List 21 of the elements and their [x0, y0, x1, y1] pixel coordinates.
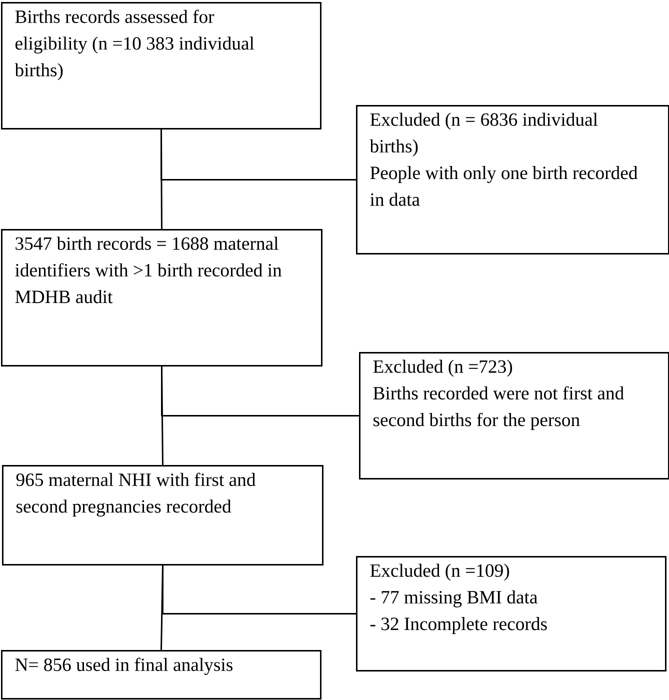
box-text: 965 maternal NHI with first and second pregnancies recorded [16, 472, 256, 517]
exclusion-box [356, 556, 666, 672]
box-text: Excluded (n =723) [373, 360, 512, 377]
box-text: Births recorded were not first and second births for the person [373, 386, 624, 430]
connector-line [160, 129, 356, 180]
box-text: - 77 missing BMI data [370, 590, 538, 608]
box-text: - 32 Incomplete records [370, 617, 547, 634]
process-box [1, 650, 322, 700]
box-text: 3547 birth records = 1688 maternal identifiers with >1 birth recorded in MDHB audit [15, 236, 282, 304]
exclusion-box [356, 105, 669, 254]
box-text: Excluded (n =109) [370, 564, 510, 581]
connector-line [161, 366, 359, 416]
box-text: People with only one birth recorded in data [370, 166, 638, 206]
process-box [1, 2, 322, 130]
box-text: Excluded (n = 6836 individual births) [370, 112, 598, 156]
box-text: N= 856 used in final analysis [15, 658, 232, 675]
box-text: Births records assessed for eligibility (n =10 383 individual births) [14, 10, 254, 80]
connector-line [162, 565, 356, 614]
process-box [1, 229, 322, 366]
process-box [2, 465, 324, 566]
exclusion-box [359, 352, 669, 480]
